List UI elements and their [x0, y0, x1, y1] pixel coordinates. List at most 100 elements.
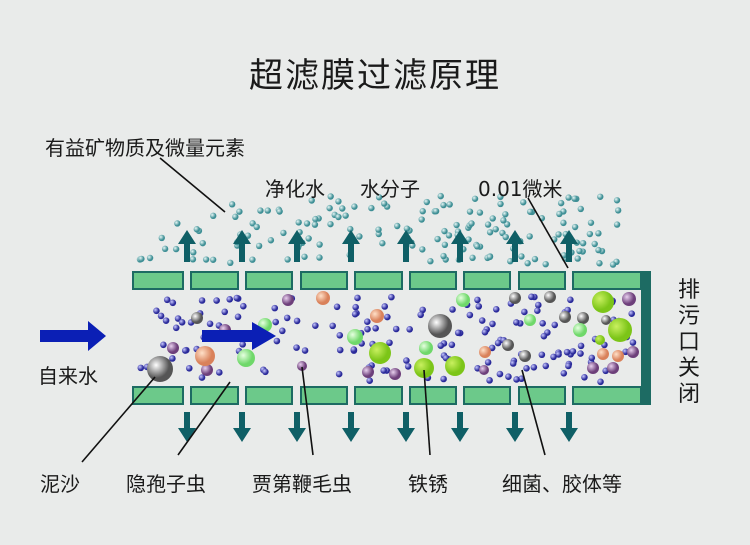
contaminant-particle — [595, 335, 605, 345]
water-molecule — [193, 226, 201, 233]
water-molecule — [380, 367, 388, 374]
contaminant-particle — [195, 346, 215, 366]
water-molecule — [273, 337, 281, 345]
leader-line — [177, 381, 231, 456]
water-molecule — [563, 348, 571, 356]
water-molecule — [366, 377, 373, 385]
water-molecule — [448, 341, 456, 349]
water-molecule — [137, 364, 145, 372]
membrane-bottom-segment — [409, 386, 457, 405]
water-molecule — [311, 221, 319, 228]
water-molecule — [535, 301, 542, 309]
water-molecule — [440, 375, 447, 383]
water-molecule — [565, 362, 572, 370]
water-molecule — [595, 230, 602, 237]
water-molecule — [542, 362, 550, 370]
water-molecule — [497, 200, 504, 208]
water-molecule — [524, 260, 531, 267]
water-molecule — [497, 193, 504, 201]
membrane-top-segment — [132, 271, 184, 290]
water-molecule — [521, 308, 528, 316]
water-molecule — [505, 373, 512, 380]
water-molecule — [335, 198, 342, 205]
water-molecule — [209, 256, 217, 263]
water-molecule — [316, 241, 323, 248]
label-water-molecule: 水分子 — [360, 177, 420, 201]
water-molecule — [484, 359, 492, 366]
water-molecule — [253, 223, 260, 231]
leader-line — [521, 369, 546, 456]
water-molecule — [364, 325, 371, 333]
filtrate-up-arrow-icon — [342, 230, 360, 262]
water-molecule — [381, 303, 389, 310]
label-cryptosporidium: 隐孢子虫 — [126, 472, 206, 496]
filtrate-up-arrow-icon — [233, 230, 251, 262]
filtrate-up-arrow-icon — [560, 230, 578, 262]
water-molecule — [295, 219, 302, 226]
water-molecule — [375, 226, 382, 233]
water-molecule — [494, 339, 502, 347]
water-molecule — [264, 207, 272, 214]
water-molecule — [440, 252, 447, 260]
leader-line — [81, 376, 156, 463]
water-molecule — [157, 312, 165, 320]
contaminant-particle — [577, 312, 589, 324]
water-molecule — [356, 233, 363, 240]
water-molecule — [312, 215, 319, 223]
water-molecule — [576, 247, 583, 255]
contaminant-particle — [419, 341, 433, 355]
label-minerals: 有益矿物质及微量元素 — [45, 136, 245, 160]
water-molecule — [347, 225, 354, 233]
water-molecule — [198, 374, 206, 381]
membrane-top-segment — [300, 271, 348, 290]
water-molecule — [419, 208, 426, 215]
water-molecule — [437, 192, 444, 200]
water-molecule — [534, 307, 541, 315]
water-molecule — [614, 207, 622, 214]
water-molecule — [440, 201, 447, 209]
water-molecule — [267, 237, 275, 244]
water-molecule — [388, 293, 395, 301]
water-molecule — [233, 294, 241, 302]
water-molecule — [236, 208, 243, 215]
water-molecule — [427, 258, 434, 265]
water-molecule — [418, 216, 425, 223]
label-drain-closed: 排污口关闭 — [677, 278, 700, 407]
contaminant-particle — [479, 346, 491, 358]
water-molecule — [329, 322, 336, 330]
water-molecule — [227, 259, 234, 267]
filtrate-down-arrow-icon — [342, 412, 360, 442]
membrane-top-segment — [518, 271, 566, 290]
contaminant-particle — [597, 348, 609, 360]
water-molecule — [303, 220, 311, 227]
water-molecule — [577, 342, 585, 350]
water-molecule — [484, 221, 492, 228]
water-molecule — [232, 213, 239, 221]
water-molecule — [279, 327, 286, 335]
membrane-bottom-segment — [300, 386, 348, 405]
water-molecule — [403, 225, 411, 232]
label-sand: 泥沙 — [40, 472, 80, 496]
water-molecule — [169, 299, 177, 307]
membrane-top-segment — [354, 271, 403, 290]
contaminant-particle — [587, 362, 599, 374]
water-molecule — [577, 350, 584, 357]
water-molecule — [185, 364, 193, 372]
contaminant-particle — [607, 362, 619, 374]
water-molecule — [587, 219, 595, 226]
water-molecule — [326, 204, 333, 212]
contaminant-particle — [601, 315, 611, 325]
contaminant-particle — [297, 361, 307, 371]
water-molecule — [308, 197, 315, 204]
water-molecule — [526, 233, 533, 240]
water-molecule — [441, 227, 448, 235]
water-molecule — [161, 245, 169, 253]
contaminant-particle — [509, 292, 521, 304]
water-molecule — [507, 258, 514, 265]
water-molecule — [474, 296, 481, 304]
water-molecule — [163, 296, 171, 304]
water-molecule — [255, 242, 263, 250]
label-purified-water: 净化水 — [265, 177, 325, 201]
water-molecule — [595, 246, 602, 254]
water-molecule — [518, 253, 525, 260]
